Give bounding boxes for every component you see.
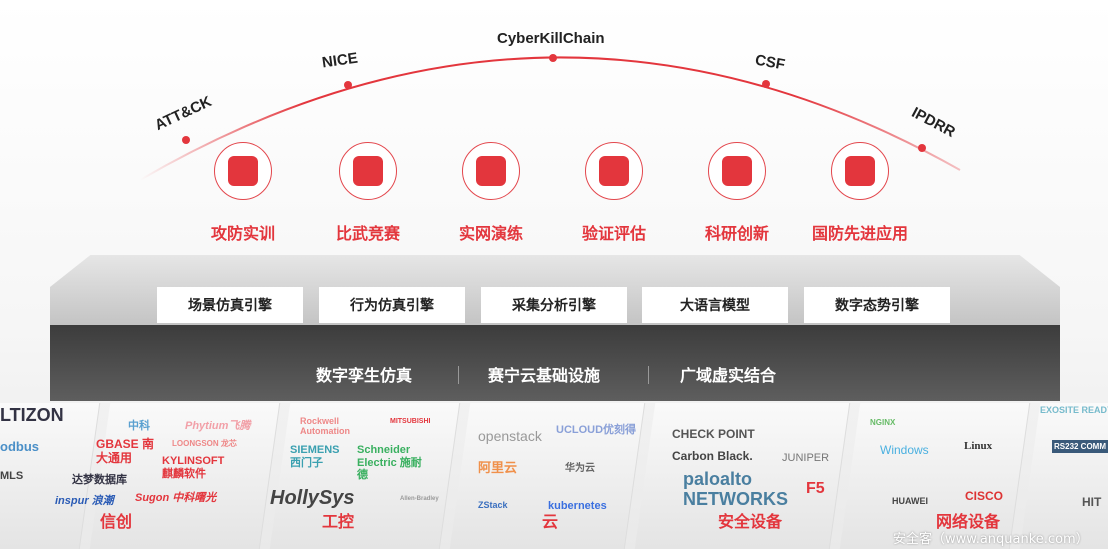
logo: CISCO xyxy=(965,489,1004,503)
edge-panel-right xyxy=(1019,403,1108,549)
logo: MITSUBISHI xyxy=(390,418,431,425)
shield-star-icon xyxy=(462,142,520,200)
divider xyxy=(648,366,649,384)
engine-box: 采集分析引擎 xyxy=(481,287,627,323)
logo: Linux xyxy=(964,440,993,452)
logo: paloalto NETWORKS xyxy=(683,469,788,509)
logo: UCLOUD优刻得 xyxy=(556,424,637,436)
base-item: 广域虚实结合 xyxy=(680,366,777,385)
logo: Carbon Black. xyxy=(672,449,753,463)
watermark: 安全客（www.anquanke.com） xyxy=(893,532,1089,547)
logo: JUNIPER xyxy=(782,452,830,464)
framework-label: CyberKillChain xyxy=(497,30,605,47)
soldiers-icon xyxy=(831,142,889,200)
logo: openstack xyxy=(478,428,542,444)
arc-node xyxy=(549,54,557,62)
logo: Schneider Electric 施耐德 xyxy=(357,444,422,482)
logo: LOONGSON 龙芯 xyxy=(172,439,237,448)
logo: 中科 xyxy=(128,420,150,432)
logo: 达梦数据库 xyxy=(72,474,127,486)
logo: Rockwell Automation xyxy=(300,416,350,437)
logo: 阿里云 xyxy=(478,460,518,475)
logo: Phytium飞腾 xyxy=(185,420,251,432)
arc-node xyxy=(762,80,770,88)
logo: CHECK POINT xyxy=(672,427,755,441)
logo: Sugon 中科曙光 xyxy=(135,492,217,504)
logo: Allen-Bradley xyxy=(400,496,439,502)
crossed-swords-icon xyxy=(339,142,397,200)
logo: LTIZON xyxy=(0,405,64,425)
scenario-label: 科研创新 xyxy=(704,224,769,243)
research-document-icon xyxy=(708,142,766,200)
logo: RS232 COMM xyxy=(1052,440,1108,454)
engine-box: 大语言模型 xyxy=(642,287,788,323)
logo: odbus xyxy=(0,439,39,454)
logo: inspur 浪潮 xyxy=(55,495,114,507)
engine-box: 场景仿真引擎 xyxy=(157,287,303,323)
logo: Windows xyxy=(880,443,929,457)
team-meeting-icon xyxy=(585,142,643,200)
category-label: 安全设备 xyxy=(718,512,783,531)
scenario-label: 验证评估 xyxy=(581,224,646,243)
scenario-label: 攻防实训 xyxy=(210,224,275,243)
arc-node xyxy=(344,81,352,89)
category-label: 网络设备 xyxy=(936,512,1001,531)
logo: EXOSITE READY xyxy=(1040,405,1108,415)
arc-node xyxy=(182,136,190,144)
attack-defense-icon xyxy=(214,142,272,200)
category-label: 云 xyxy=(542,512,559,531)
scenario-label: 国防先进应用 xyxy=(811,224,908,243)
framework-arc xyxy=(139,54,961,181)
logo: HollySys xyxy=(270,487,355,509)
logo: KYLINSOFT 麒麟软件 xyxy=(162,455,225,480)
logo: NGINX xyxy=(870,418,896,427)
base-item: 数字孪生仿真 xyxy=(316,366,413,385)
engine-box: 行为仿真引擎 xyxy=(319,287,465,323)
logo: HIT xyxy=(1082,495,1102,509)
logo: SIEMENS 西门子 xyxy=(290,444,340,469)
logo: HUAWEI xyxy=(892,496,928,506)
arc-node xyxy=(918,144,926,152)
logo: MLS xyxy=(0,470,24,482)
scenario-label: 比武竞赛 xyxy=(335,224,400,243)
panel-network xyxy=(839,403,1031,549)
base-item: 赛宁云基础设施 xyxy=(488,366,601,385)
logo: GBASE 南大通用 xyxy=(96,437,155,465)
logo: 华为云 xyxy=(565,463,595,474)
logo: ZStack xyxy=(478,500,508,510)
logo: kubernetes xyxy=(548,500,607,512)
category-label: 信创 xyxy=(100,512,133,531)
scenario-label: 实网演练 xyxy=(458,224,523,243)
category-label: 工控 xyxy=(322,512,355,531)
logo: F5 xyxy=(806,480,825,497)
divider xyxy=(458,366,459,384)
engine-box: 数字态势引擎 xyxy=(804,287,950,323)
infrastructure-layer xyxy=(50,325,1060,401)
